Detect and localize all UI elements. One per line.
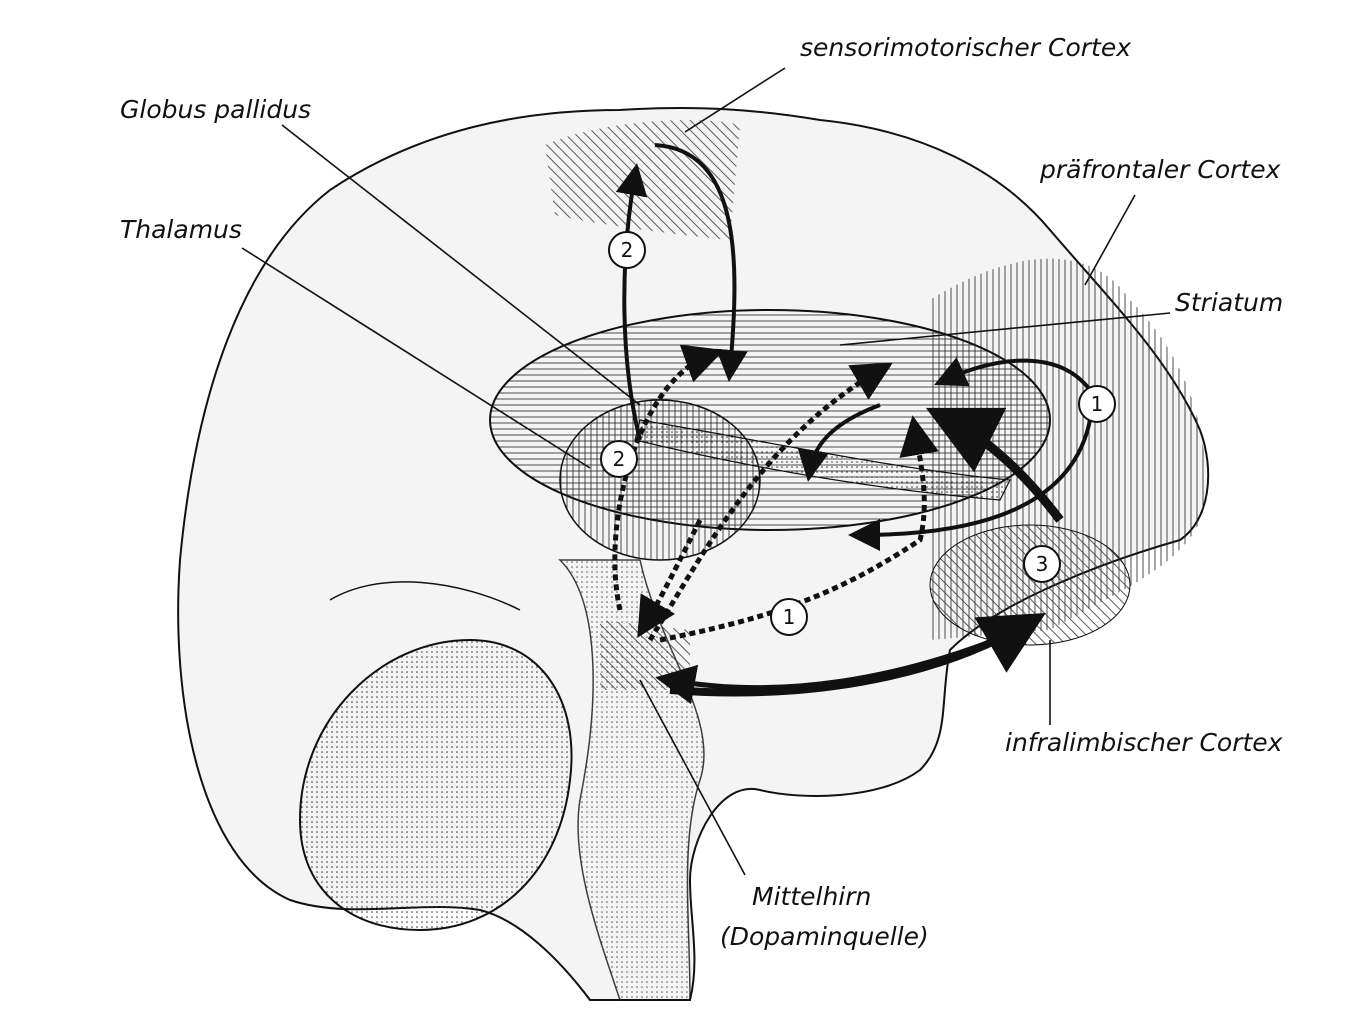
label-prefrontal-cortex: präfrontaler Cortex xyxy=(1040,155,1281,184)
label-midbrain-dopamine-source: (Dopaminquelle) xyxy=(720,922,929,951)
label-midbrain: Mittelhirn xyxy=(752,882,872,911)
leader-lines xyxy=(241,67,1171,876)
infralimbic-region xyxy=(929,524,1131,646)
loop-marker-1-lower: 1 xyxy=(770,598,808,636)
loop-marker-1-right: 1 xyxy=(1078,385,1116,423)
label-globus-pallidus: Globus pallidus xyxy=(120,95,312,124)
loop-marker-3: 3 xyxy=(1023,545,1061,583)
label-sensorimotor-cortex: sensorimotorischer Cortex xyxy=(800,33,1131,62)
loop-marker-2-lower: 2 xyxy=(600,440,638,478)
cerebellum xyxy=(298,638,573,932)
pathway-arrows xyxy=(615,143,1092,705)
label-striatum: Striatum xyxy=(1175,288,1284,317)
label-infralimbic-cortex: infralimbischer Cortex xyxy=(1005,728,1283,757)
loop-marker-2-upper: 2 xyxy=(608,231,646,269)
label-thalamus: Thalamus xyxy=(120,215,242,244)
